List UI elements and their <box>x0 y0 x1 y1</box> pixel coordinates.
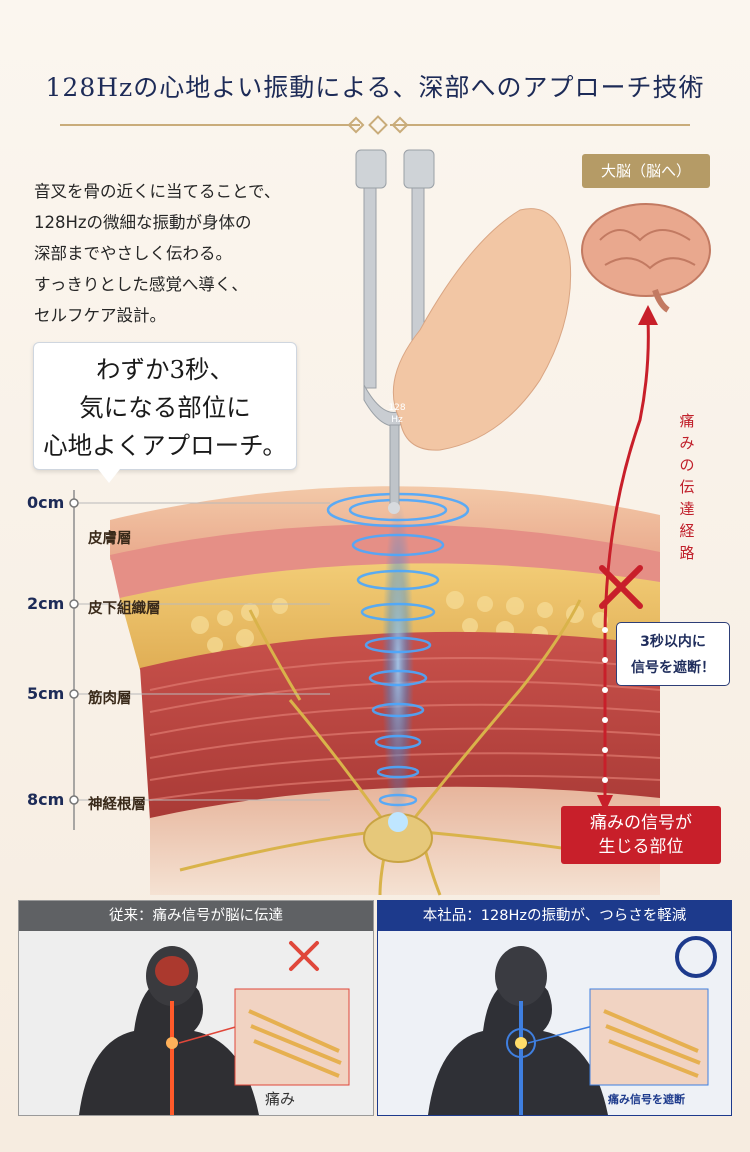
fork-engraving: 128 Hz <box>382 402 412 426</box>
title-rule-right <box>390 124 690 126</box>
block-callout-line: 信号を遮断！ <box>631 660 715 676</box>
compare-caption-product: 痛み信号を遮断 <box>608 1093 685 1106</box>
intro-line: 音叉を骨の近くに当てることで、 <box>34 182 281 201</box>
compare-title-conventional: 従来：痛み信号が脳に伝達 <box>19 901 373 931</box>
block-x-icon <box>599 565 643 609</box>
pain-signal-path <box>603 319 650 815</box>
intro-text: 音叉を骨の近くに当てることで、 128Hzの微細な振動が身体の 深部までやさしく… <box>34 176 280 331</box>
intro-line: 深部までやさしく伝わる。 <box>34 244 232 263</box>
vibration-column <box>382 500 414 830</box>
layer-label-skin: 皮膚層 <box>88 531 132 547</box>
callout-line: 気になる部位に <box>79 393 251 422</box>
depth-label-8cm: 8cm <box>27 790 65 809</box>
callout-line: 心地よくアプローチ。 <box>43 431 287 460</box>
pain-origin-line: 痛みの信号が <box>590 813 692 833</box>
compare-caption-conventional: 痛み <box>265 1090 296 1108</box>
pain-path-char: 痛 <box>679 412 695 430</box>
layer-label-nerve-root: 神経根層 <box>88 797 146 813</box>
pain-path-char: の <box>679 456 695 474</box>
cross-icon <box>289 941 319 971</box>
brain-illustration <box>581 203 711 313</box>
pain-path-label: 痛 み の 伝 達 経 路 <box>676 410 698 564</box>
pain-path-down-arrow <box>597 795 613 812</box>
pain-path-char: 経 <box>679 522 695 540</box>
pain-path-arrow <box>638 305 658 325</box>
pain-path-char: 達 <box>679 500 695 518</box>
pain-path-char: み <box>679 434 695 452</box>
depth-gridlines <box>74 502 330 801</box>
intro-line: 128Hzの微細な振動が身体の <box>34 213 252 232</box>
pain-path-dots <box>602 627 608 783</box>
pain-origin-line: 生じる部位 <box>598 837 684 857</box>
depth-ticks <box>69 498 79 805</box>
compare-panel-product: 本社品：128Hzの振動が、つらさを軽減 痛み信号を遮断 <box>377 900 732 1116</box>
compare-title-product: 本社品：128Hzの振動が、つらさを軽減 <box>378 901 731 931</box>
title-rule-left <box>60 124 360 126</box>
fork-engraving-line: 128 <box>388 403 406 413</box>
pain-origin-box: 痛みの信号が 生じる部位 <box>561 806 721 864</box>
callout-bubble: わずか3秒、 気になる部位に 心地よくアプローチ。 <box>33 342 297 470</box>
layer-label-muscle: 筋肉層 <box>88 691 132 707</box>
body-xray-product <box>378 931 731 1115</box>
block-callout-line: 3秒以内に <box>640 634 706 650</box>
intro-line: すっきりとした感覚へ導く、 <box>34 275 248 294</box>
depth-label-2cm: 2cm <box>27 594 65 613</box>
callout-bubble-tail <box>98 469 120 483</box>
page-title: 128Hzの心地よい振動による、深部へのアプローチ技術 <box>45 73 705 102</box>
compare-panel-conventional: 従来：痛み信号が脳に伝達 痛み <box>18 900 374 1116</box>
depth-label-0cm: 0cm <box>27 493 65 512</box>
layer-label-subcutaneous: 皮下組織層 <box>88 601 161 617</box>
pain-path-char: 伝 <box>679 478 695 496</box>
depth-label-5cm: 5cm <box>27 684 65 703</box>
intro-line: セルフケア設計。 <box>34 306 166 325</box>
fat-cells <box>191 591 608 653</box>
brain-badge: 大脳（脳へ） <box>582 154 710 188</box>
callout-line: わずか3秒、 <box>95 355 235 384</box>
body-xray-conventional <box>19 931 373 1115</box>
fork-engraving-line: Hz <box>391 415 403 425</box>
block-callout: 3秒以内に 信号を遮断！ <box>616 622 730 686</box>
hand <box>392 208 572 451</box>
circle-check-icon <box>675 936 717 978</box>
tissue-illustration <box>69 149 711 896</box>
vibration-focus <box>388 812 408 832</box>
pain-path-char: 路 <box>679 544 695 562</box>
